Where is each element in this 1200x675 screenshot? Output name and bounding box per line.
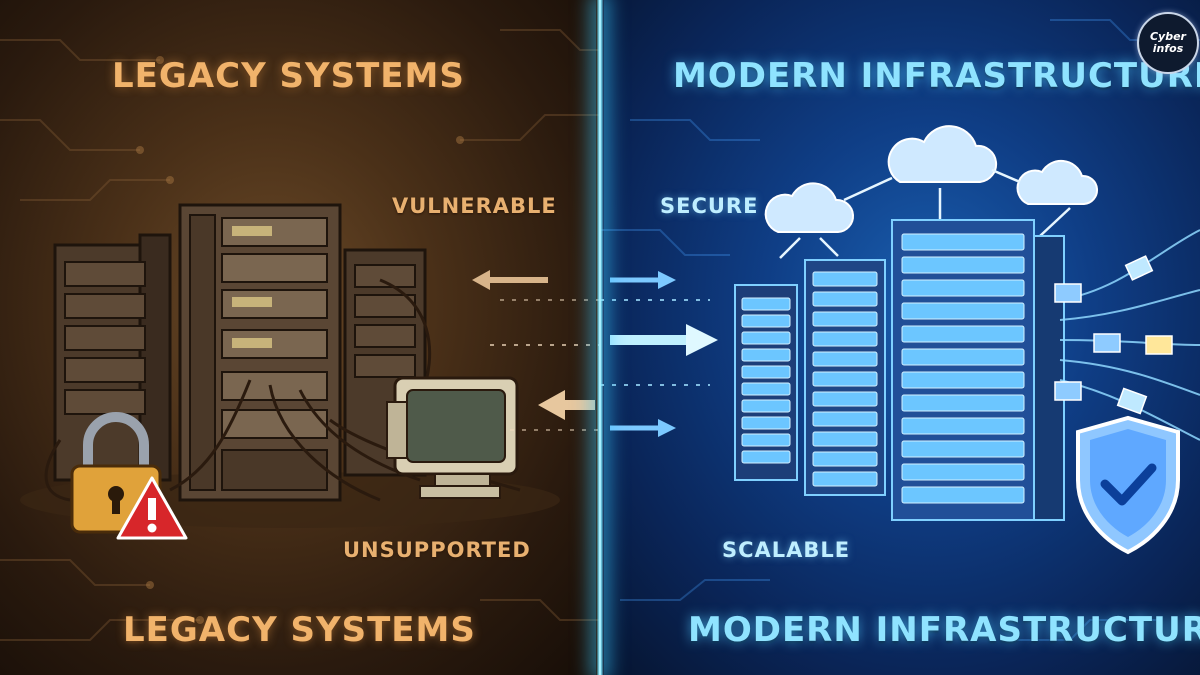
server-slot — [901, 256, 1025, 274]
server-slot — [812, 311, 878, 327]
center-divider — [596, 0, 604, 675]
logo-line-1: Cyber — [1149, 30, 1186, 43]
legacy-title-top: LEGACY SYSTEMS — [112, 56, 465, 96]
server-slot — [812, 371, 878, 387]
server-slot — [901, 371, 1025, 389]
server-slot — [901, 394, 1025, 412]
server-slot — [812, 351, 878, 367]
legacy-server-rack-left — [53, 233, 172, 482]
server-slot — [901, 233, 1025, 251]
server-slot — [812, 411, 878, 427]
cloud-link-arrows — [779, 168, 1071, 259]
legacy-panel: LEGACY SYSTEMS VULNERABLE UNSUPPORTED LE… — [0, 0, 600, 675]
legacy-title-bottom: LEGACY SYSTEMS — [123, 610, 476, 650]
modern-title-top: MODERN INFRASTRUCTURE — [673, 56, 1200, 96]
server-slot — [741, 365, 791, 379]
data-packets — [1054, 255, 1173, 415]
server-slot — [812, 271, 878, 287]
legacy-circuit-traces — [0, 29, 600, 641]
server-slot — [812, 291, 878, 307]
server-slot — [901, 463, 1025, 481]
server-slot — [741, 433, 791, 447]
server-slot — [901, 417, 1025, 435]
server-slot — [741, 297, 791, 311]
server-slot — [741, 399, 791, 413]
server-slot — [741, 348, 791, 362]
warning-icon — [116, 476, 188, 540]
server-slot — [901, 440, 1025, 458]
server-slot — [812, 331, 878, 347]
modern-arrows — [600, 271, 718, 437]
cyberinfos-logo: Cyber infos — [1137, 12, 1199, 74]
shield-check-icon — [1076, 415, 1180, 555]
server-slot — [741, 416, 791, 430]
server-slot — [901, 325, 1025, 343]
modern-title-bottom: MODERN INFRASTRUCTURE — [688, 610, 1200, 650]
server-slot — [901, 279, 1025, 297]
server-slot — [901, 486, 1025, 504]
server-slot — [741, 382, 791, 396]
server-slot — [812, 391, 878, 407]
cloud-icon — [764, 125, 1099, 233]
legacy-arrows — [472, 270, 600, 431]
server-slot — [741, 450, 791, 464]
server-slot — [812, 471, 878, 487]
secure-label: SECURE — [660, 194, 759, 218]
crt-monitor — [386, 376, 519, 499]
server-slot — [812, 431, 878, 447]
legacy-server-rack-center — [178, 203, 342, 502]
server-slot-lights — [741, 233, 1025, 504]
server-slot — [901, 302, 1025, 320]
scalable-label: SCALABLE — [722, 538, 851, 562]
server-slot — [741, 314, 791, 328]
logo-line-2: infos — [1152, 42, 1184, 55]
vulnerable-label: VULNERABLE — [392, 194, 557, 218]
modern-panel: MODERN INFRASTRUCTURE SECURE SCALABLE MO… — [600, 0, 1200, 675]
legacy-illustration — [0, 29, 600, 641]
modern-illustration — [600, 19, 1200, 641]
server-slot — [741, 331, 791, 345]
server-slot — [812, 451, 878, 467]
unsupported-label: UNSUPPORTED — [343, 538, 531, 562]
server-slot — [901, 348, 1025, 366]
tangled-cables — [44, 278, 521, 502]
